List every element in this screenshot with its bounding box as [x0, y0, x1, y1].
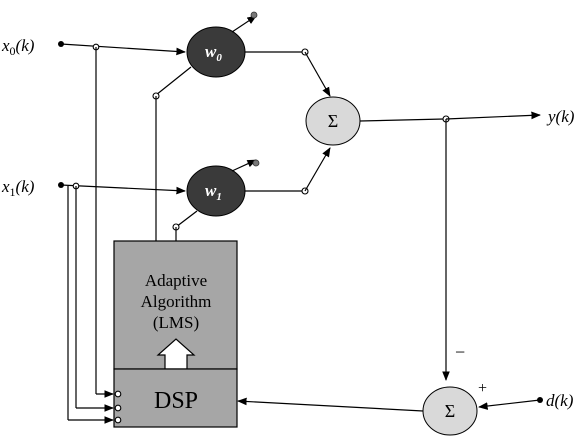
error-to-dsp-arrow — [237, 397, 424, 412]
w1-adjust-arrow — [231, 159, 257, 172]
w0-update-link — [155, 66, 192, 96]
dsp-port-3 — [114, 416, 122, 424]
desired-d-label: d(k) — [546, 391, 574, 410]
weight-w0-label: w0 — [205, 42, 222, 64]
w0-to-sum-arrow — [304, 51, 331, 97]
output-arrow — [445, 111, 541, 120]
dsp-port-1 — [114, 390, 122, 398]
algorithm-line-2: Algorithm — [141, 292, 212, 311]
x0-to-w0-arrow — [60, 43, 186, 56]
w0-adjust-tip — [250, 11, 258, 19]
algorithm-line-3: (LMS) — [153, 313, 199, 332]
dsp-label: DSP — [154, 388, 198, 414]
output-adder-symbol: Σ — [328, 111, 338, 131]
w1-update-link — [175, 210, 198, 228]
weight-w1-label: w1 — [205, 181, 222, 203]
error-minus-sign: − — [455, 342, 465, 362]
sum-out-wire — [359, 118, 445, 122]
error-adder-symbol: Σ — [445, 401, 455, 421]
error-plus-sign: + — [478, 380, 487, 397]
desired-to-error-arrow — [478, 399, 541, 410]
input-x0-label: x0(k) — [1, 36, 35, 58]
output-y-label: y(k) — [546, 107, 575, 126]
w1-to-sum-arrow — [304, 147, 331, 192]
up-arrow-icon — [156, 338, 196, 370]
x1-to-w1-arrow — [60, 184, 186, 195]
w0-adjust-arrow — [231, 15, 257, 33]
input-x1-label: x1(k) — [1, 177, 35, 199]
dsp-port-2 — [114, 404, 122, 412]
algorithm-line-1: Adaptive — [145, 271, 207, 290]
dsp-block — [113, 368, 238, 428]
w1-adjust-tip — [252, 159, 260, 167]
